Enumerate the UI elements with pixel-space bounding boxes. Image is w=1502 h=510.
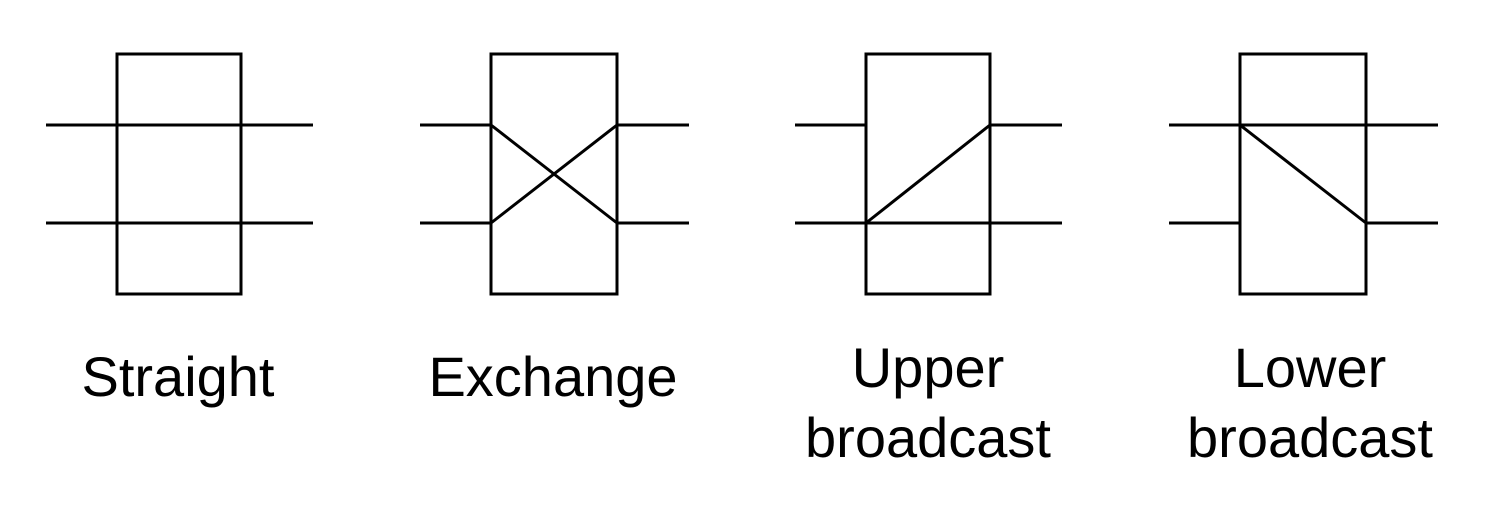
label-line: Straight: [81, 345, 275, 408]
switch-box: [489, 52, 619, 296]
label-line: Upper: [851, 336, 1005, 399]
internal-lower-to-upper: [490, 123, 618, 225]
label-line: broadcast: [805, 406, 1051, 469]
internal-upper-to-lower: [1239, 123, 1367, 225]
label-upper-broadcast: Upper broadcast: [778, 333, 1078, 473]
label-exchange: Exchange: [403, 342, 703, 412]
switch-box: [115, 52, 243, 296]
switch-straight: [46, 52, 313, 296]
label-line: Exchange: [428, 345, 678, 408]
switch-box: [1238, 52, 1368, 296]
label-line: broadcast: [1187, 406, 1433, 469]
switch-upper-broadcast: [795, 52, 1062, 296]
label-lower-broadcast: Lower broadcast: [1160, 333, 1460, 473]
switch-exchange: [420, 52, 689, 296]
switch-lower-broadcast: [1169, 52, 1438, 296]
label-line: Lower: [1233, 336, 1387, 399]
switch-box: [864, 52, 992, 296]
label-straight: Straight: [28, 342, 328, 412]
internal-lower-to-upper: [865, 123, 991, 225]
